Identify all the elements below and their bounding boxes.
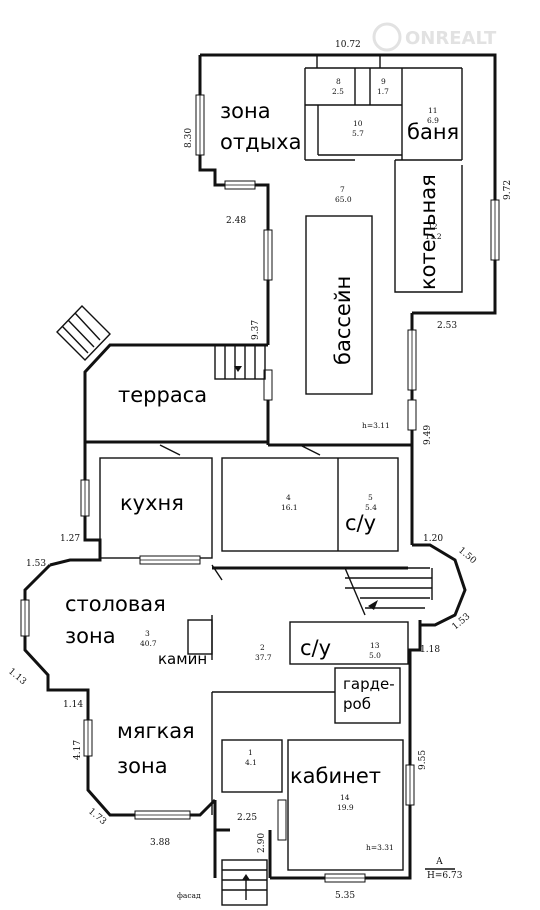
dim-955: 9.55 [418, 750, 428, 770]
rest-zone-label-line1: зона [220, 99, 271, 123]
watermark: ONREALT [372, 22, 497, 52]
room-10-area: 5.7 [352, 129, 364, 138]
room-4-area: 16.1 [281, 503, 298, 512]
dim-248: 2.48 [226, 216, 246, 226]
room-labels: зона отдыха баня бассейн котельная терра… [65, 99, 459, 788]
room-1-number: 1 [248, 748, 253, 757]
room-13-area: 5.0 [369, 651, 381, 660]
room-numbers: 8 2.5 9 1.7 10 5.7 11 6.9 7 65.0 12 11.2… [140, 77, 442, 812]
stairs [56, 305, 433, 906]
banya-label: баня [407, 120, 459, 144]
dimensions: 10.72 8.30 9.72 2.48 9.37 2.53 9.49 1.20… [6, 40, 513, 901]
dim-118: 1.18 [420, 645, 440, 655]
boiler-room-label: котельная [416, 174, 440, 290]
main-stair [344, 567, 433, 616]
compass-letter: А [436, 857, 443, 867]
terrace-label: терраса [118, 383, 207, 407]
room-8-area: 2.5 [332, 87, 344, 96]
room-14-area: 19.9 [337, 803, 354, 812]
entry-stair [221, 859, 268, 906]
pool-height: h=3.11 [362, 421, 390, 430]
dim-290: 2.90 [257, 833, 267, 853]
room-2-area: 37.7 [255, 653, 272, 662]
heights: h=3.11 h=3.31 H=6.73 А фасад [177, 421, 463, 900]
dim-830: 8.30 [184, 128, 194, 148]
soft-zone-label-line2: зона [117, 754, 168, 778]
dim-225: 2.25 [237, 813, 257, 823]
dim-114: 1.14 [63, 700, 83, 710]
pool-label: бассейн [331, 276, 355, 365]
room-12-number: 12 [428, 222, 438, 231]
kitchen-label: кухня [120, 491, 184, 515]
room-5-area: 5.4 [365, 503, 377, 512]
watermark-text: ONREALT [405, 28, 497, 49]
door-marks [159, 55, 381, 581]
rest-zone-label-line2: отдыха [220, 130, 301, 154]
facade-label: фасад [177, 891, 201, 900]
dim-153b: 1.53 [26, 559, 46, 569]
room-13-number: 13 [370, 641, 380, 650]
room-14-number: 14 [340, 793, 350, 802]
room-5-number: 5 [368, 493, 373, 502]
room-1-area: 4.1 [245, 758, 257, 767]
fireplace-label: камин [158, 650, 207, 668]
dining-label-line1: столовая [65, 592, 166, 616]
dining-label-line2: зона [65, 624, 116, 648]
dim-417: 4.17 [73, 740, 83, 760]
room-12-area: 11.2 [425, 232, 442, 241]
room-8-number: 8 [336, 77, 341, 86]
windows [20, 94, 500, 883]
room-2-number: 2 [260, 643, 265, 652]
office-height: h=3.31 [366, 843, 394, 852]
office-label: кабинет [290, 764, 381, 788]
dim-972: 9.72 [503, 180, 513, 200]
room-9-number: 9 [381, 77, 386, 86]
total-height: H=6.73 [427, 871, 463, 881]
dim-388: 3.88 [150, 838, 170, 848]
room-7-area: 65.0 [335, 195, 352, 204]
room-10-number: 10 [353, 119, 363, 128]
dim-127: 1.27 [60, 534, 80, 544]
wardrobe-label-line1: гарде- [343, 675, 395, 693]
wc2-label: с/у [300, 636, 331, 660]
terrace-exterior-stair [56, 305, 111, 361]
dim-120: 1.20 [423, 534, 443, 544]
interior-walls [99, 67, 463, 871]
room-3-number: 3 [145, 629, 150, 638]
dim-937: 9.37 [251, 320, 261, 340]
wardrobe-label-line2: роб [343, 695, 371, 713]
room-4-number: 4 [286, 493, 291, 502]
dim-150: 1.50 [456, 546, 478, 567]
dim-113: 1.13 [6, 667, 28, 688]
room-7-number: 7 [340, 185, 345, 194]
dim-253: 2.53 [437, 321, 457, 331]
dim-top-width: 10.72 [335, 40, 361, 50]
wc1-label: с/у [345, 511, 376, 535]
soft-zone-label-line1: мягкая [117, 719, 195, 743]
room-11-area: 6.9 [427, 116, 439, 125]
terrace-stair [214, 344, 266, 380]
dim-535: 5.35 [335, 891, 355, 901]
room-11-number: 11 [428, 106, 438, 115]
room-9-area: 1.7 [377, 87, 389, 96]
dim-949: 9.49 [423, 425, 433, 445]
room-3-area: 40.7 [140, 639, 157, 648]
